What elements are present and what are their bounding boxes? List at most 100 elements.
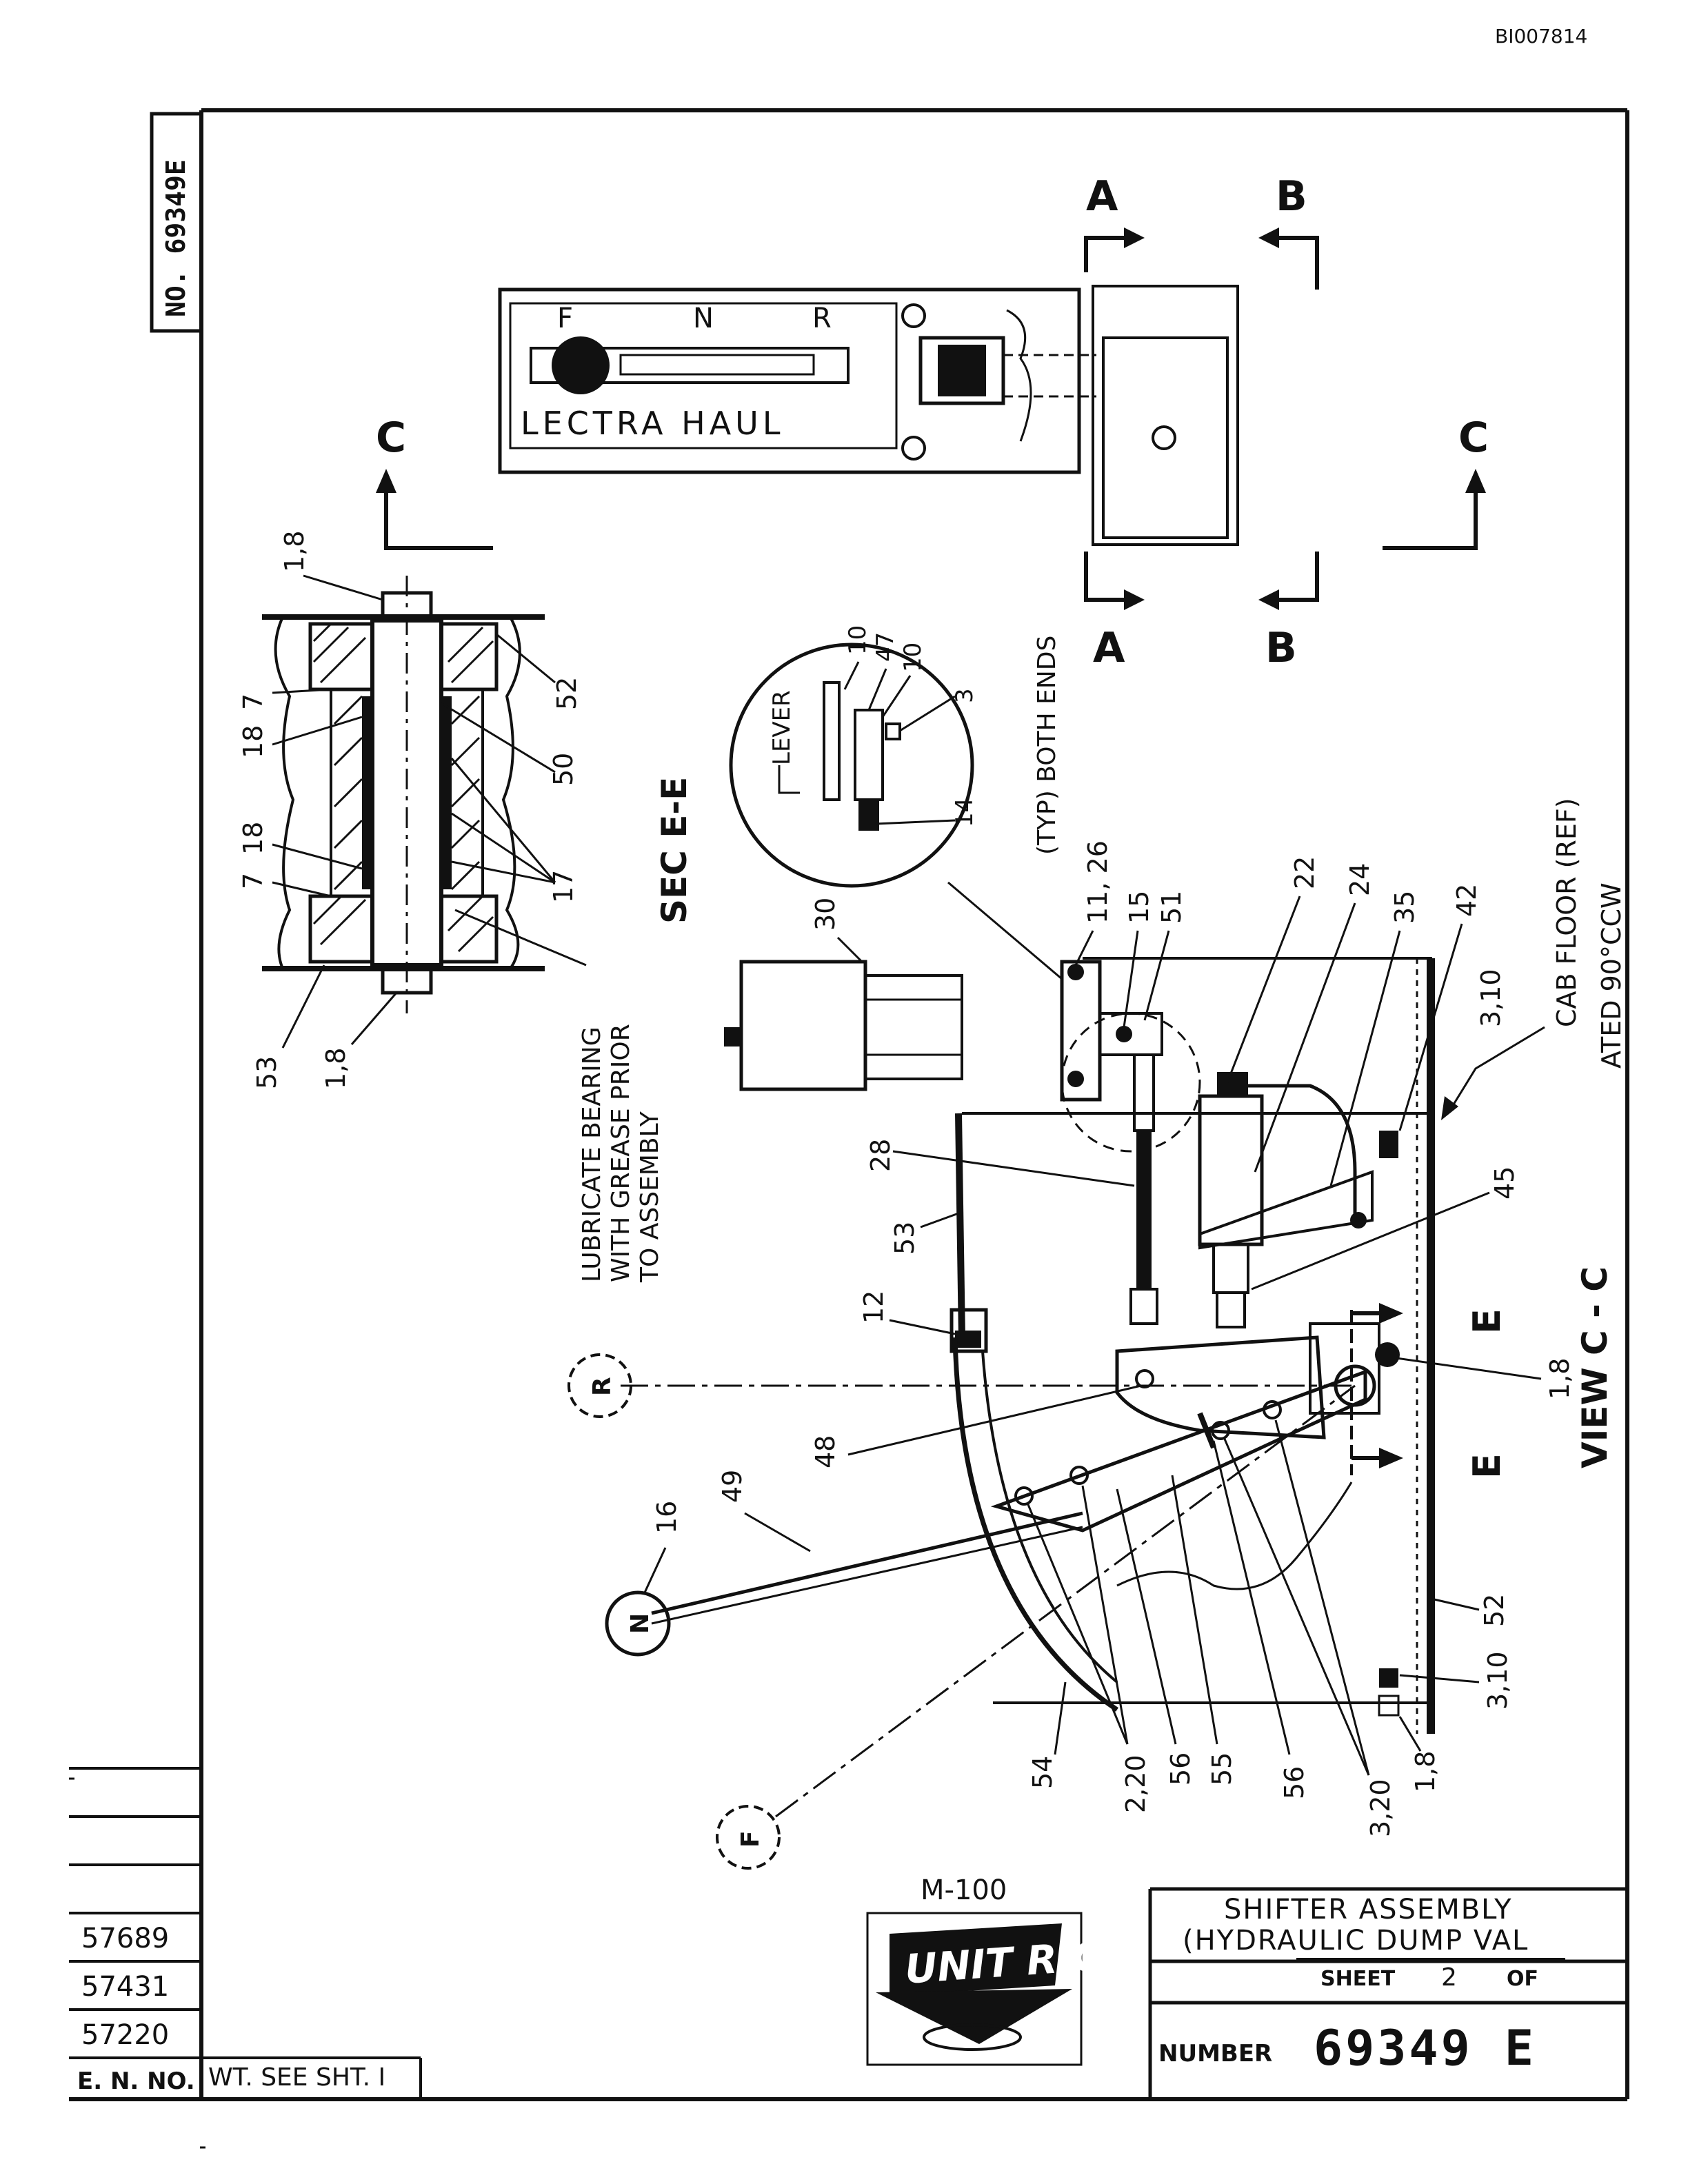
document-id: BI007814: [1495, 25, 1587, 48]
sheet-of-label: OF: [1507, 1967, 1538, 1991]
plate-label-f: F: [557, 303, 573, 334]
section-c-right: C: [1458, 414, 1489, 462]
drawing-border: [69, 108, 1629, 2101]
svg-text:TO ASSEMBLY: TO ASSEMBLY: [636, 1111, 664, 1283]
callout-3-10-top: 3,10: [1476, 969, 1506, 1027]
section-a-bottom: A: [1093, 624, 1125, 672]
position-n: N: [626, 1613, 654, 1634]
section-markers-ab: A B A B: [1084, 172, 1319, 672]
title-block: SHIFTER ASSEMBLY (HYDRAULIC DUMP VAL SHE…: [1148, 1887, 1627, 2099]
callout-50: 50: [548, 753, 579, 786]
section-e-upper: E: [1465, 1308, 1509, 1334]
drawing-number: 69349 E: [1314, 2020, 1536, 2076]
lubrication-note: LUBRICATE BEARING WITH GREASE PRIOR TO A…: [578, 1024, 664, 1283]
callout-3-10-bot: 3,10: [1483, 1651, 1513, 1710]
callout-52: 52: [1479, 1594, 1509, 1627]
section-b-bottom: B: [1265, 624, 1297, 672]
view-cc-label: VIEW C - C: [1575, 1266, 1615, 1468]
revision-57431: 57431: [81, 1971, 169, 2003]
callout-11-26: 11, 26: [1083, 840, 1113, 924]
position-markers: R N F: [567, 1353, 781, 1870]
callout-30: 30: [810, 898, 841, 931]
svg-text:LUBRICATE BEARING: LUBRICATE BEARING: [578, 1027, 606, 1282]
callout-47: 47: [872, 632, 899, 662]
position-r-icon: [567, 1353, 632, 1418]
callout-1-8-bot: 1,8: [321, 1048, 351, 1089]
side-drawing-number: NO. 69349E: [150, 112, 203, 333]
typ-both-ends-note: (TYP) BOTH ENDS: [1033, 636, 1061, 855]
position-f-icon: [716, 1805, 781, 1870]
callout-49: 49: [717, 1470, 747, 1503]
plate-label-n: N: [693, 303, 714, 334]
plate-label-r: R: [812, 303, 832, 334]
callout-2-20: 2,20: [1121, 1755, 1151, 1813]
rotated-note: ATED 90°CCW: [1596, 882, 1627, 1069]
detail-lever-label: LEVER: [768, 690, 796, 765]
section-ee-label: SEC E-E: [654, 777, 694, 924]
model-label: M-100: [921, 1874, 1007, 1906]
revision-block: 57689 57431 57220 E. N. NO. WT. SEE SHT.…: [69, 1767, 422, 2099]
callout-14-det: 14: [951, 798, 978, 827]
callout-12: 12: [858, 1291, 889, 1324]
callout-7-bot: 7: [238, 873, 268, 889]
sheet-label: SHEET: [1320, 1967, 1396, 1991]
callout-56a: 56: [1165, 1752, 1196, 1786]
callout-56b: 56: [1279, 1766, 1309, 1799]
callout-10a: 10: [844, 625, 872, 655]
title-line-2: (HYDRAULIC DUMP VAL: [1183, 1925, 1529, 1957]
en-no-label: E. N. NO.: [77, 2067, 195, 2095]
callout-45: 45: [1489, 1166, 1520, 1200]
callout-1-8-right: 1,8: [1545, 1358, 1575, 1399]
title-line-1: SHIFTER ASSEMBLY: [1224, 1894, 1513, 1925]
callout-1-8-bot: 1,8: [1410, 1751, 1440, 1792]
position-n-icon: [605, 1590, 671, 1657]
detail-circle: LEVER 10 47 10 3 14: [729, 625, 1063, 980]
callout-53-sec: 53: [252, 1056, 282, 1089]
callout-17: 17: [548, 870, 579, 903]
callout-42: 42: [1451, 884, 1482, 917]
callout-53: 53: [890, 1222, 920, 1255]
callout-28: 28: [865, 1139, 896, 1172]
weight-note: WT. SEE SHT. I: [208, 2063, 385, 2092]
cab-floor-note: CAB FLOOR (REF): [1551, 798, 1582, 1027]
view-cc-callouts: 30 11, 26 15 51 22 24 35 42 3,10 28 53 4…: [643, 840, 1575, 1837]
section-c-left: C: [376, 414, 406, 462]
svg-text:WITH GREASE PRIOR: WITH GREASE PRIOR: [607, 1024, 635, 1282]
unit-rig-logo: M-100 UNIT RIG: [866, 1874, 1107, 2066]
callout-52: 52: [552, 677, 582, 710]
shift-plate-top-view: F N R LECTRA HAUL: [498, 285, 1239, 546]
callout-3-20: 3,20: [1365, 1779, 1396, 1837]
section-ee-bearing: [262, 576, 545, 1013]
revision-57220: 57220: [81, 2019, 169, 2051]
callout-35: 35: [1389, 891, 1420, 924]
number-label: NUMBER: [1158, 2040, 1272, 2067]
section-ee-callouts: 1,8 52 7 18 50 18 7 17 53 1,8: [238, 531, 587, 1089]
callout-54: 54: [1027, 1756, 1058, 1789]
callout-18-bot: 18: [238, 822, 268, 855]
callout-10b: 10: [899, 643, 927, 672]
callout-55: 55: [1207, 1752, 1237, 1786]
section-b-top: B: [1276, 172, 1307, 221]
position-f: F: [736, 1830, 765, 1848]
position-r: R: [588, 1377, 616, 1396]
callout-22: 22: [1289, 856, 1320, 889]
callout-15: 15: [1124, 891, 1154, 924]
section-markers-c: C C: [376, 414, 1489, 550]
section-e-lower: E: [1465, 1453, 1509, 1479]
callout-7-top: 7: [238, 694, 268, 710]
plate-name: LECTRA HAUL: [521, 405, 784, 442]
callout-24: 24: [1345, 863, 1375, 896]
callout-16: 16: [652, 1501, 682, 1534]
callout-51: 51: [1156, 891, 1187, 924]
section-a-top: A: [1086, 172, 1118, 221]
sheet-number: 2: [1441, 1963, 1457, 1992]
callout-18-top: 18: [238, 725, 268, 758]
callout-48: 48: [810, 1435, 841, 1468]
svg-text:NO. 69349E: NO. 69349E: [161, 159, 191, 317]
callout-3-det: 3: [951, 688, 978, 703]
shift-knob-icon: [552, 336, 610, 394]
view-cc-assembly: E E: [621, 957, 1545, 1818]
callout-1-8-top: 1,8: [279, 531, 310, 572]
revision-57689: 57689: [81, 1923, 169, 1954]
